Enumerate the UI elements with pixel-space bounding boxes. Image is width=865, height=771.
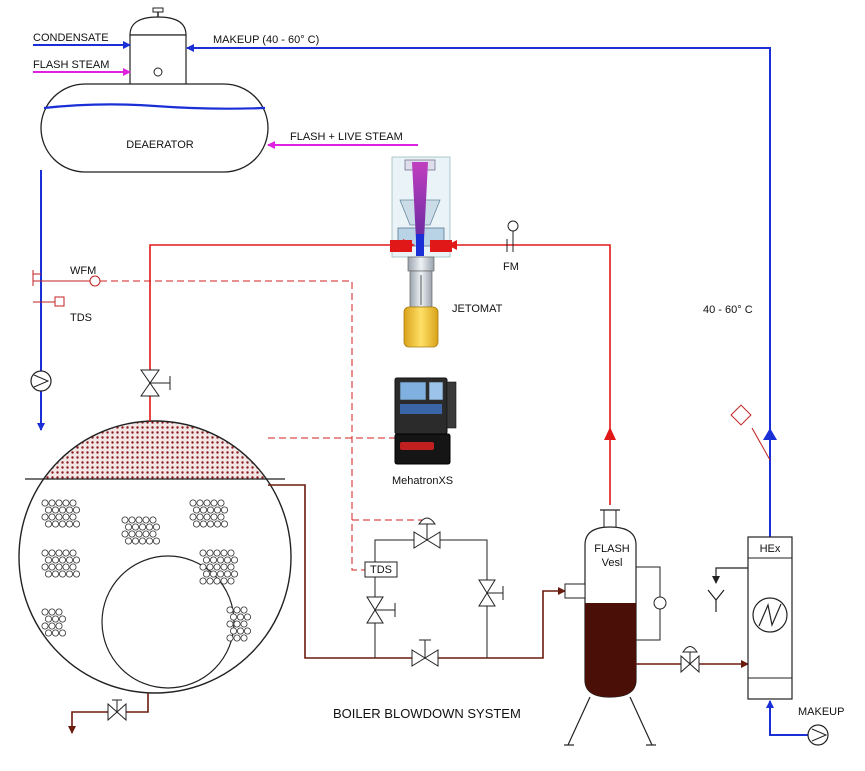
heat-exchanger: [747, 536, 793, 700]
hex-drain-funnel: [707, 589, 725, 601]
flow-meter-fm: [506, 220, 519, 252]
drain-valve: [107, 699, 127, 722]
tds-feed-sensor: [33, 296, 65, 307]
tds-sensor-box: [364, 561, 398, 578]
hex-label: HEx: [760, 543, 781, 555]
deaerator-label: DEAERATOR: [126, 139, 193, 151]
flash-vessel-label-1: FLASH: [594, 543, 630, 555]
tube-banks: [41, 499, 251, 642]
temp-40-60-label: 40 - 60° C: [703, 304, 753, 316]
jetomat-unit: [390, 156, 452, 348]
flash-vessel: [564, 509, 667, 746]
makeup-up-arrow: [763, 428, 777, 440]
tds-box-label: TDS: [370, 564, 392, 576]
condensate-label: CONDENSATE: [33, 32, 109, 44]
mehatron-label: MehatronXS: [392, 475, 453, 487]
flash-drain-valve: [680, 646, 700, 674]
right-isolation-valve: [478, 579, 504, 607]
flash-vessel-steam-line: [447, 240, 611, 505]
fm-label: FM: [503, 261, 519, 273]
flash-steam-label: FLASH STEAM: [33, 59, 109, 71]
steam-isolation-valve: [140, 369, 171, 397]
blowdown-line: [268, 484, 566, 659]
furnace-tube: [101, 555, 235, 689]
wfm-sensor: [32, 270, 101, 287]
temperature-sensor: [730, 404, 771, 461]
flash-vessel-label-2: Vesl: [602, 557, 623, 569]
diagram-title: BOILER BLOWDOWN SYSTEM: [333, 706, 521, 721]
left-isolation-valve: [366, 596, 396, 624]
mehatron-controller: [394, 377, 457, 465]
wfm-label: WFM: [70, 265, 96, 277]
makeup-pump: [807, 724, 829, 746]
tds-feed-label: TDS: [70, 312, 92, 324]
makeup-inlet-line: [766, 700, 808, 736]
makeup-label: MAKEUP: [798, 706, 844, 718]
wfm-signal-line: [100, 280, 365, 571]
flash-steam-up-arrow: [604, 427, 616, 440]
bottom-valve: [411, 639, 439, 667]
blowdown-control-valve: [413, 517, 441, 549]
feed-pump: [30, 370, 52, 392]
makeup-temp-label: MAKEUP (40 - 60° C): [213, 34, 319, 46]
jetomat-label: JETOMAT: [452, 303, 503, 315]
makeup-return-line: [186, 44, 771, 537]
boiler-shell: [18, 420, 292, 694]
deaerator: [40, 7, 269, 173]
flash-live-steam-label: FLASH + LIVE STEAM: [290, 131, 403, 143]
live-steam-line: [149, 244, 395, 421]
hex-drain-line: [712, 567, 748, 584]
